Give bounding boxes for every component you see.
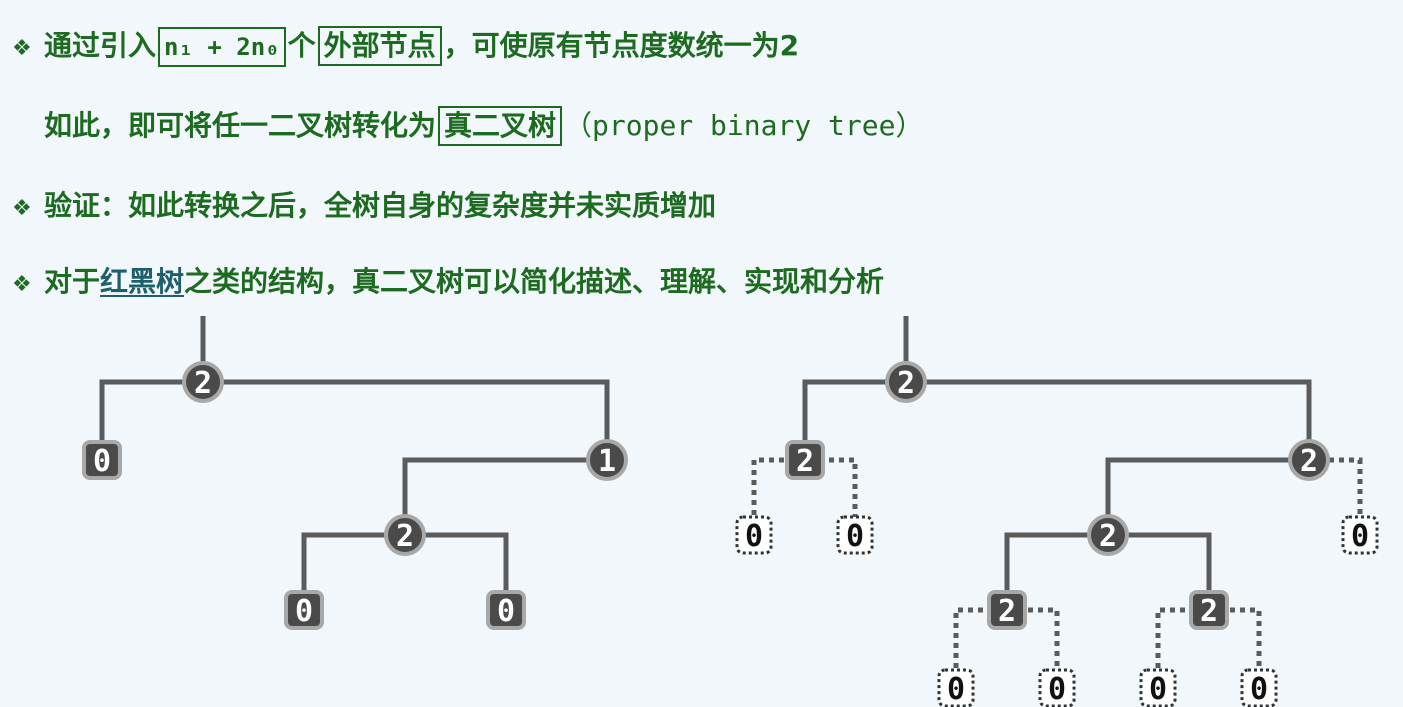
left-l-degree: 0 — [93, 444, 111, 479]
line1-mid: 个 — [287, 29, 316, 62]
right-lr-degree: 0 — [846, 519, 864, 554]
left-tree-edges — [99, 316, 610, 610]
right-l-degree: 2 — [796, 444, 814, 479]
red-black-tree-link[interactable]: 红黑树 — [100, 265, 185, 298]
right-rlll-degree: 0 — [947, 672, 965, 707]
left-rl-node: 2 — [384, 514, 426, 556]
left-rll-node: 0 — [284, 590, 324, 630]
right-r-node: 2 — [1288, 439, 1330, 481]
right-rlrl-degree: 0 — [1149, 672, 1167, 707]
right-root-node: 2 — [885, 361, 927, 403]
line3-text: 验证：如此转换之后，全树自身的复杂度并未实质增加 — [44, 189, 717, 222]
bullet-line-4: ❖ 对于红黑树之类的结构，真二叉树可以简化描述、理解、实现和分析 — [12, 262, 884, 305]
right-rl-node: 2 — [1087, 514, 1129, 556]
right-r-degree: 2 — [1300, 444, 1318, 479]
right-rllr-external-node: 0 — [1038, 668, 1076, 707]
diamond-bullet-icon: ❖ — [12, 272, 32, 297]
right-ll-external-node: 0 — [735, 515, 773, 555]
line2-paren: （proper binary tree） — [564, 109, 924, 142]
line-2: 如此，即可将任一二叉树转化为真二叉树（proper binary tree） — [44, 106, 923, 146]
left-rlr-degree: 0 — [497, 594, 515, 629]
left-l-node: 0 — [82, 440, 122, 480]
right-rlll-external-node: 0 — [937, 668, 975, 707]
left-root-degree: 2 — [194, 366, 212, 401]
right-root-degree: 2 — [897, 366, 915, 401]
line1-post: ，可使原有节点度数统一为2 — [443, 29, 800, 62]
right-rlrr-degree: 0 — [1250, 672, 1268, 707]
left-rll-degree: 0 — [295, 594, 313, 629]
right-rr-external-node: 0 — [1341, 515, 1379, 555]
left-r-degree: 1 — [598, 444, 616, 479]
right-rl-degree: 2 — [1099, 519, 1117, 554]
line4-pre: 对于 — [44, 265, 101, 298]
right-lr-external-node: 0 — [836, 515, 874, 555]
left-r-node: 1 — [586, 439, 628, 481]
right-rlrl-external-node: 0 — [1139, 668, 1177, 707]
external-nodes-box: 外部节点 — [317, 26, 442, 66]
line2-pre: 如此，即可将任一二叉树转化为 — [44, 109, 437, 142]
left-rlr-node: 0 — [486, 590, 526, 630]
formula-box: n₁ + 2n₀ — [158, 27, 286, 67]
right-rll-degree: 2 — [998, 594, 1016, 629]
right-rlr-node: 2 — [1189, 590, 1229, 630]
right-rllr-degree: 0 — [1048, 672, 1066, 707]
bullet-line-3: ❖ 验证：如此转换之后，全树自身的复杂度并未实质增加 — [12, 186, 716, 229]
right-l-node: 2 — [785, 440, 825, 480]
proper-binary-tree-box: 真二叉树 — [438, 106, 563, 146]
right-tree-edges — [802, 316, 1312, 610]
line1-pre: 通过引入 — [44, 29, 157, 62]
external-node-edges — [751, 457, 1363, 688]
line4-post: 之类的结构，真二叉树可以简化描述、理解、实现和分析 — [184, 265, 885, 298]
right-rlrr-external-node: 0 — [1240, 668, 1278, 707]
left-root-node: 2 — [182, 361, 224, 403]
left-rl-degree: 2 — [396, 519, 414, 554]
right-rr-degree: 0 — [1351, 519, 1369, 554]
right-rll-node: 2 — [987, 590, 1027, 630]
diamond-bullet-icon: ❖ — [12, 36, 32, 61]
right-rlr-degree: 2 — [1200, 594, 1218, 629]
diamond-bullet-icon: ❖ — [12, 196, 32, 221]
right-ll-degree: 0 — [745, 519, 763, 554]
